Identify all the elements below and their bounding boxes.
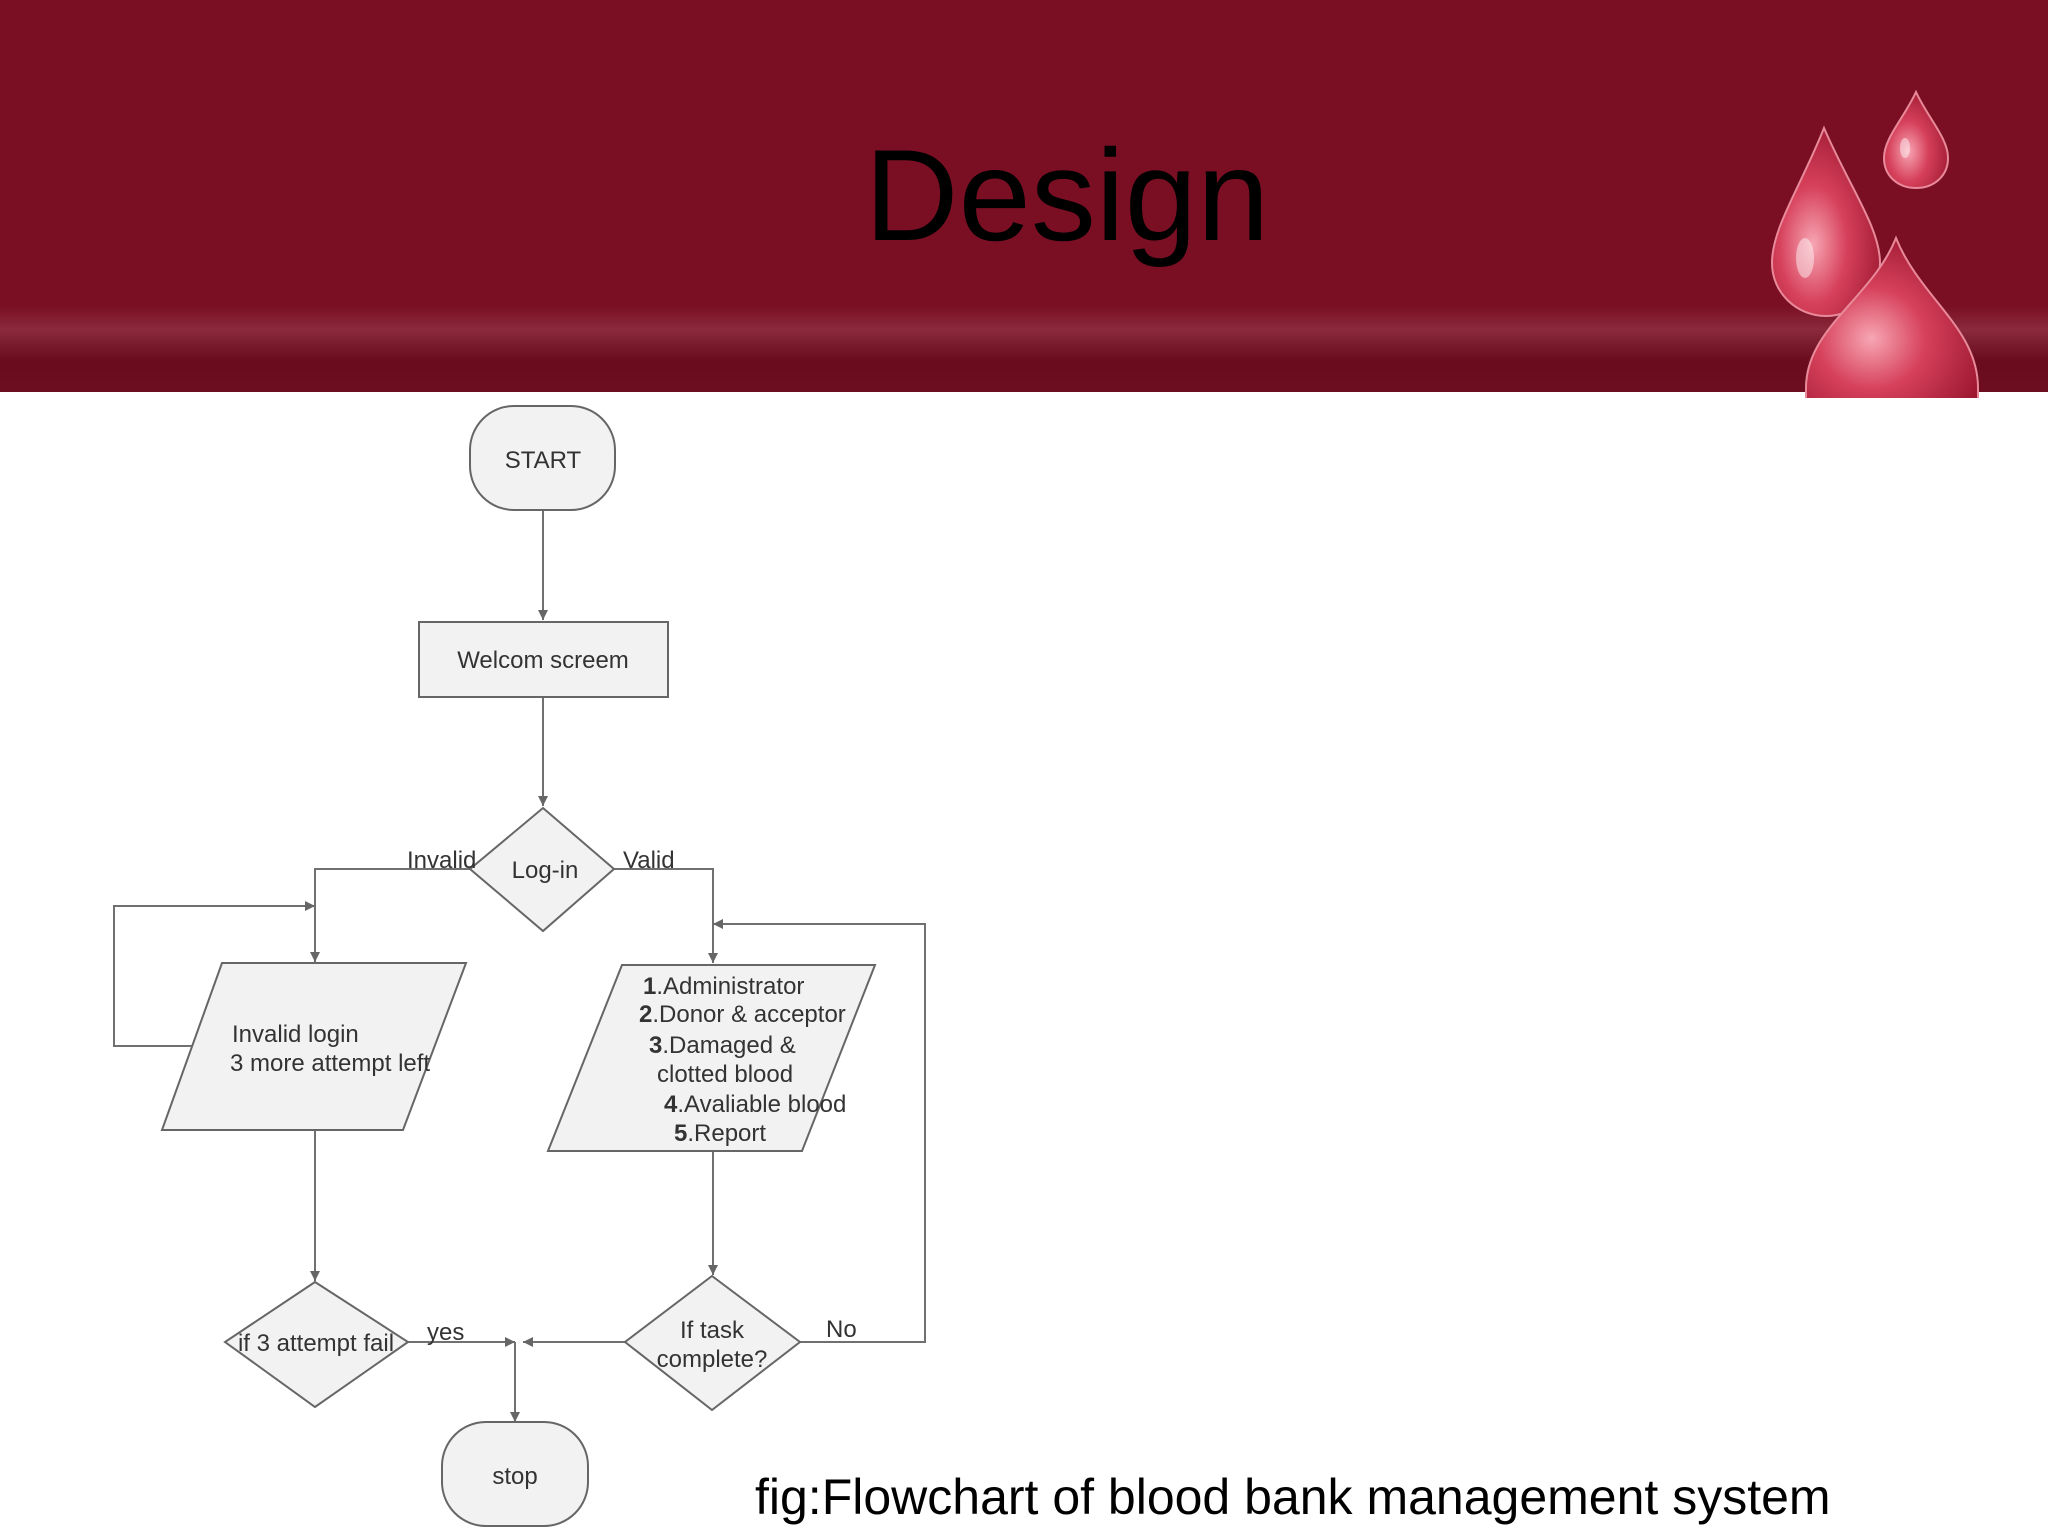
svg-text:3.Damaged &: 3.Damaged & [649,1032,796,1059]
invalid-label: Invalid [407,847,476,874]
attempt-fail-decision: if 3 attempt fail [223,1280,410,1409]
blood-drops-icon [1770,89,1979,398]
title-banner [0,0,2048,392]
yes-label: yes [427,1319,464,1346]
svg-text:2.Donor & acceptor: 2.Donor & acceptor [639,1001,846,1028]
svg-text:4.Avaliable blood: 4.Avaliable blood [664,1091,846,1118]
svg-text:3 more attempt left: 3 more attempt left [230,1050,430,1077]
svg-text:1.Administrator: 1.Administrator [643,973,804,1000]
login-decision: Log-in [468,806,616,933]
no-label: No [826,1316,857,1343]
stop-node: stop [441,1421,589,1527]
svg-text:Welcom screem: Welcom screem [457,647,629,674]
valid-label: Valid [623,847,675,874]
svg-text:5.Report: 5.Report [674,1120,766,1147]
svg-text:complete?: complete? [657,1346,768,1373]
svg-text:Log-in: Log-in [512,857,579,884]
svg-text:If task: If task [680,1317,745,1344]
slide-title: Design [864,122,1270,268]
svg-text:Invalid login: Invalid login [232,1021,359,1048]
svg-text:clotted blood: clotted blood [657,1061,793,1088]
task-complete-decision: If task complete? [623,1274,802,1412]
svg-text:stop: stop [492,1463,537,1490]
figure-caption: fig:Flowchart of blood bank management s… [755,1469,1831,1525]
svg-text:START: START [505,447,582,474]
svg-text:if 3 attempt fail: if 3 attempt fail [238,1330,394,1357]
welcome-screen-node: Welcom screem [418,621,669,698]
flow-connectors [113,510,926,1422]
menu-node: 1.Administrator 2.Donor & acceptor 3.Dam… [546,964,877,1152]
invalid-login-node: Invalid login 3 more attempt left [160,962,468,1131]
start-node: START [469,405,616,511]
